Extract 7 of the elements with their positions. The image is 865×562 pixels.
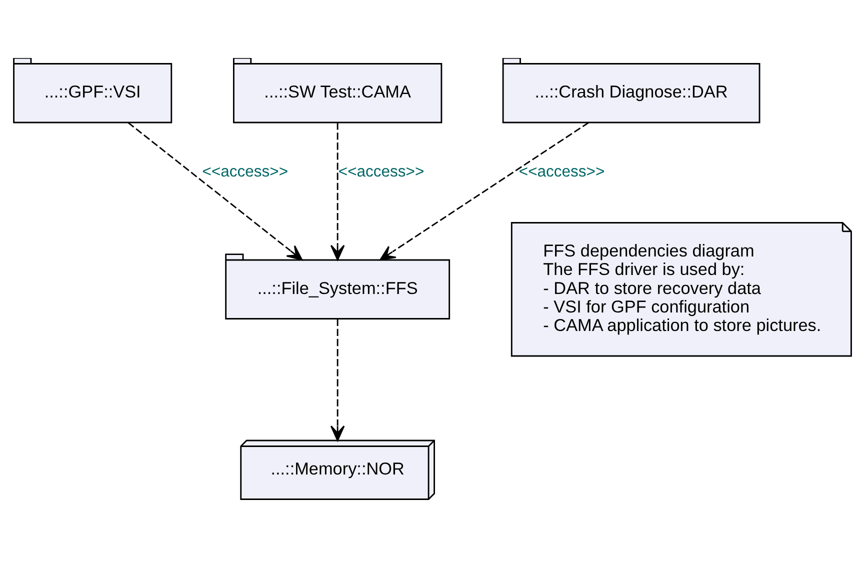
- edge-label: <<access>>: [202, 163, 288, 180]
- arrow: [330, 122, 345, 260]
- edge-label: <<access>>: [338, 163, 424, 180]
- edge-label: <<access>>: [518, 163, 605, 180]
- arrow: [380, 122, 589, 260]
- arrow: [128, 122, 303, 260]
- arrow: [330, 318, 345, 441]
